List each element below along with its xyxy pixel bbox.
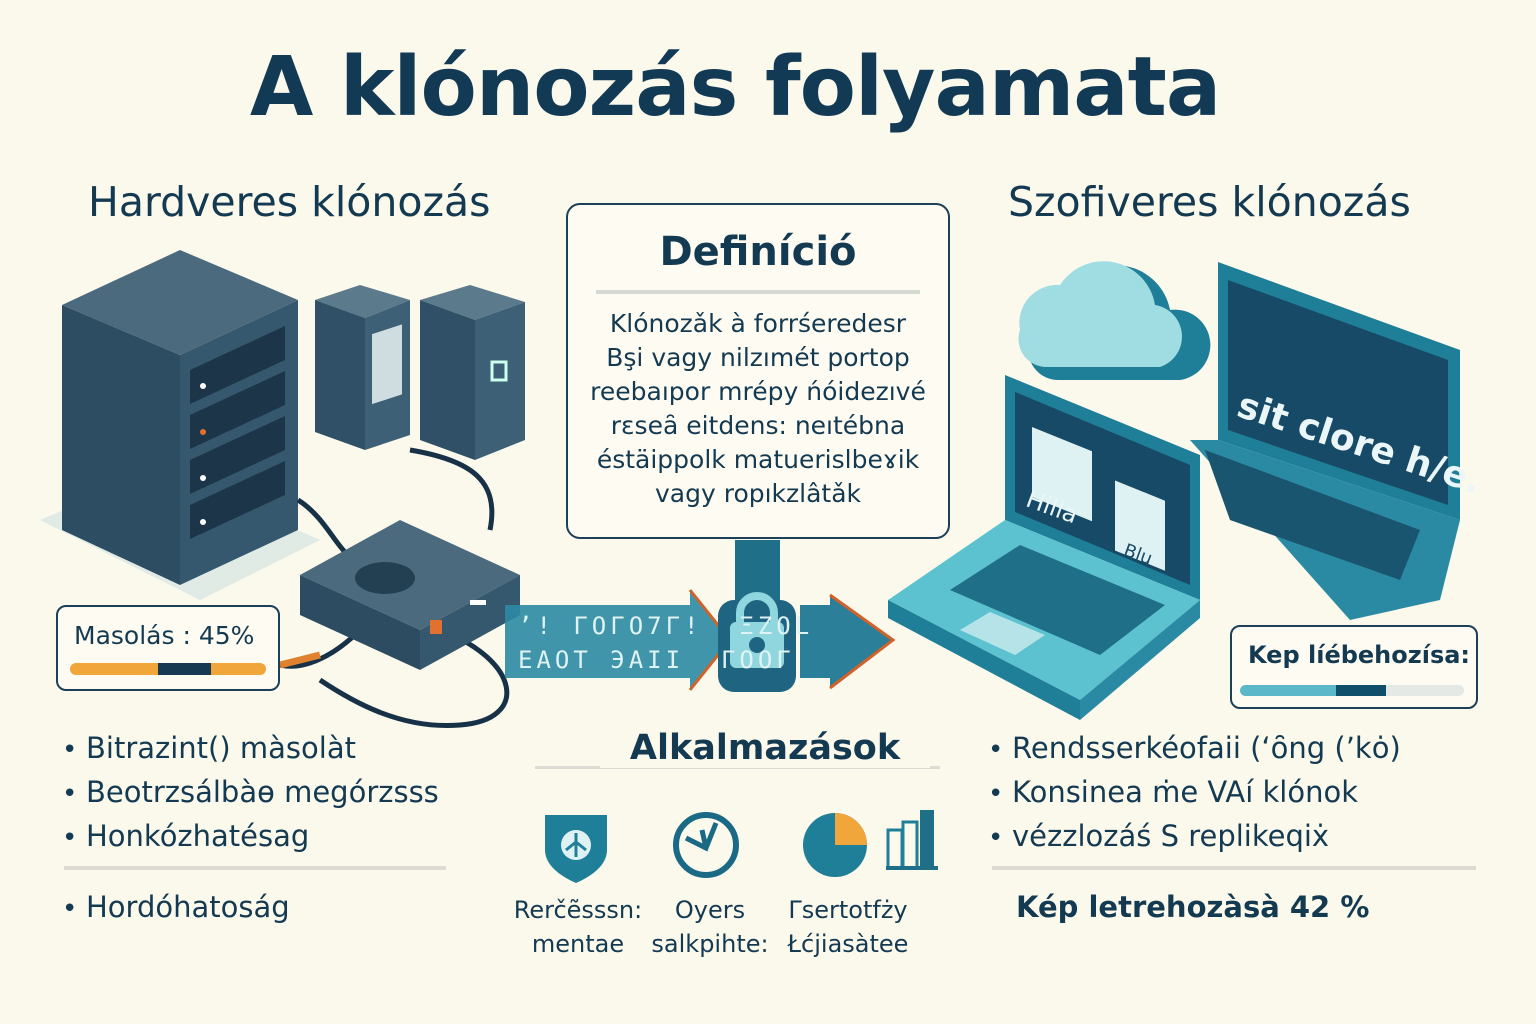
definition-line: Bşi vagy nilzımét portop <box>606 343 910 372</box>
shield-icon <box>545 815 607 883</box>
hardware-extra-list: Hordóhatoság <box>62 886 290 930</box>
binary-stream-bottom: ΕΑΟΤ ЭΑΙΙ ΓΟΟΓ <box>518 646 795 674</box>
software-progress-bar <box>1240 685 1464 696</box>
hardware-progress-label: Masolás : 45% <box>74 621 255 650</box>
definition-line: reebaıpor mrépy ńóidezıvé <box>590 377 926 406</box>
software-progress-label: Kep líébehozísa: <box>1248 641 1471 669</box>
list-item: Bitrazint() màsolàt <box>62 727 439 771</box>
list-item: Hordóhatoság <box>62 886 290 930</box>
application-label-deploy: Oyers salkpihte: <box>651 896 769 958</box>
pie-chart-icon <box>803 813 867 877</box>
hardware-heading: Hardveres klónozás <box>88 178 491 226</box>
definition-line: éstäippolk matuerislbeɤik <box>596 445 920 474</box>
list-item: Beotrzsálbàɵ megórzsss <box>62 771 439 815</box>
software-heading: Szofiveres klónozás <box>1008 178 1411 226</box>
definition-title: Definíció <box>659 229 857 275</box>
binary-stream-top: ʼ! ΓΟΓΟ7Γ! ΞΖΟL <box>518 612 814 640</box>
software-status-text: Kép letrehozàsà 42 % <box>1016 890 1370 924</box>
list-item: Rendsserkéofaii (ʻȏng (ʼkȯ) <box>988 727 1401 771</box>
software-progress-box: Kep líébehozísa: <box>1230 625 1478 709</box>
divider <box>992 866 1476 870</box>
list-item: Konsinea ṁe VAí klónok <box>988 771 1401 815</box>
application-label-testing: Γsertotfży Łćjiasàtee <box>787 896 909 958</box>
definition-text: Klónozǎk à forrśeredesr Bşi vagy nilzımé… <box>568 307 948 511</box>
hardware-bullet-list: Bitrazint() màsolàt Beotrzsálbàɵ megórzs… <box>62 727 439 859</box>
padlock-icon <box>718 592 796 692</box>
back-laptop-icon <box>1190 262 1460 620</box>
list-item: Honkózhatésag <box>62 815 439 859</box>
divider <box>64 866 446 870</box>
hardware-progress-bar <box>70 663 266 675</box>
cloud-icon <box>1018 261 1211 381</box>
definition-line: rɛseȃ eitdens: neıtébna <box>610 411 906 440</box>
definition-line: vagy ropıkzlâtǎk <box>654 479 862 508</box>
definition-box: Definíció Klónozǎk à forrśeredesr Bşi va… <box>566 203 950 539</box>
definition-line: Klónozǎk à forrśeredesr <box>609 309 907 338</box>
server-tower-icon <box>40 250 320 600</box>
front-laptop-icon <box>888 375 1200 720</box>
page-title: A klónozás folyamata <box>249 40 1221 135</box>
hardware-progress-box: Masolás : 45% <box>56 605 280 691</box>
divider <box>596 290 920 294</box>
list-item: vézzlozáś S replikeqiẋ <box>988 815 1401 859</box>
clock-icon <box>673 812 739 878</box>
application-label-backup: Rerčẽsssn: mentae <box>513 896 643 958</box>
bar-chart-icon <box>886 810 938 870</box>
cloning-device-icon <box>300 520 520 670</box>
small-server-icon <box>315 285 525 460</box>
software-bullet-list: Rendsserkéofaii (ʻȏng (ʼkȯ) Konsinea ṁe … <box>988 727 1401 859</box>
applications-heading: Alkalmazások <box>600 728 930 768</box>
